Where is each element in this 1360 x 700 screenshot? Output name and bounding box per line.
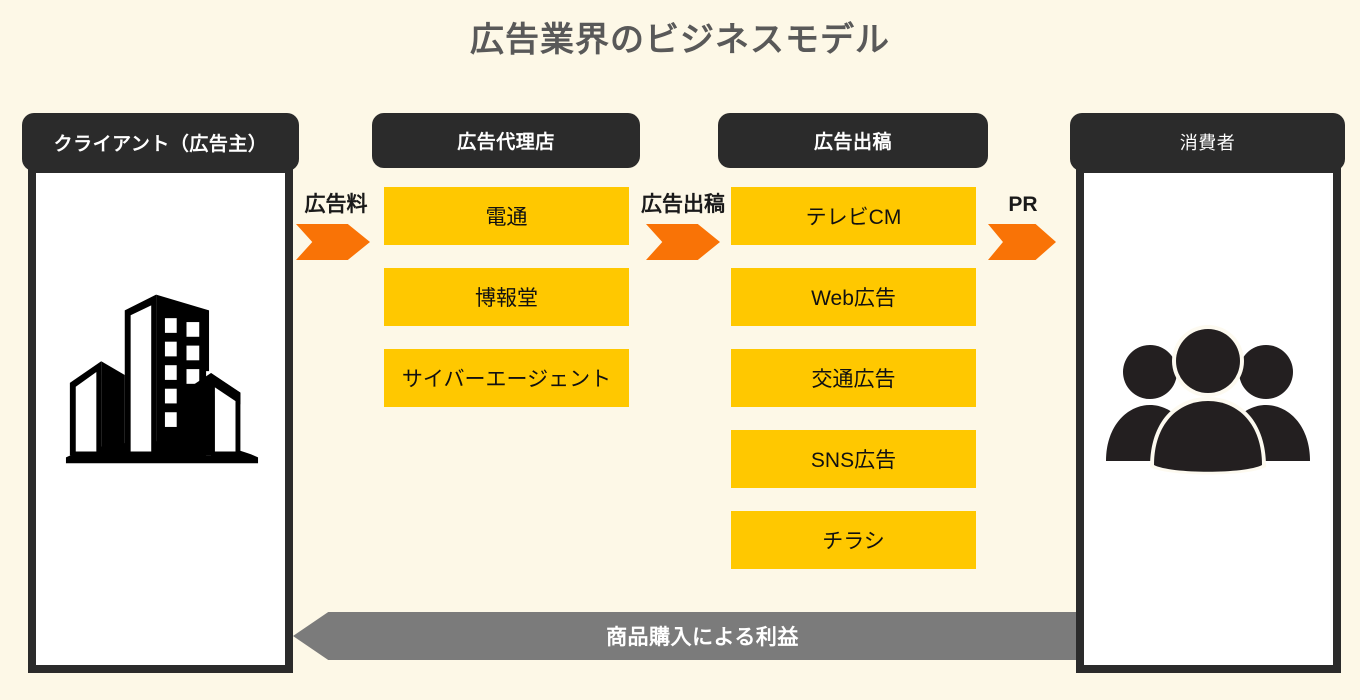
page-title: 広告業界のビジネスモデル (470, 21, 890, 59)
ad-format-tv-cm[interactable]: テレビCM (731, 187, 976, 245)
office-building-icon-wrap (62, 272, 262, 477)
return-flow-arrow: 商品購入による利益 (293, 612, 1076, 660)
column-header-client: クライアント（広告主） (22, 113, 299, 171)
column-header-ad-placement: 広告出稿 (718, 113, 988, 168)
arrow-label-ad-fee: 広告料 (304, 193, 368, 216)
agency-item-cyberagent[interactable]: サイバーエージェント (384, 349, 629, 407)
people-group-icon (1106, 325, 1310, 475)
arrow-group-ad-placement: 広告出稿 (637, 192, 729, 262)
chevron-right-icon-pr (988, 224, 1056, 260)
return-flow-label: 商品購入による利益 (606, 626, 799, 649)
arrow-group-ad-fee: 広告料 (296, 192, 376, 262)
arrow-group-pr: PR (988, 192, 1058, 262)
column-header-agency: 広告代理店 (372, 113, 640, 168)
arrow-label-ad-placement: 広告出稿 (641, 193, 725, 216)
agency-item-hakuhodo[interactable]: 博報堂 (384, 268, 629, 326)
ad-format-sns[interactable]: SNS広告 (731, 430, 976, 488)
ad-format-flyer[interactable]: チラシ (731, 511, 976, 569)
people-group-icon-wrap (1097, 325, 1319, 475)
agency-item-dentsu[interactable]: 電通 (384, 187, 629, 245)
ad-format-transit[interactable]: 交通広告 (731, 349, 976, 407)
column-header-consumer: 消費者 (1070, 113, 1345, 171)
office-building-icon (65, 294, 259, 463)
ad-format-web[interactable]: Web広告 (731, 268, 976, 326)
arrow-label-pr: PR (1008, 193, 1038, 216)
chevron-right-icon-ad-fee (296, 224, 370, 260)
chevron-right-icon-ad-placement (646, 224, 720, 260)
